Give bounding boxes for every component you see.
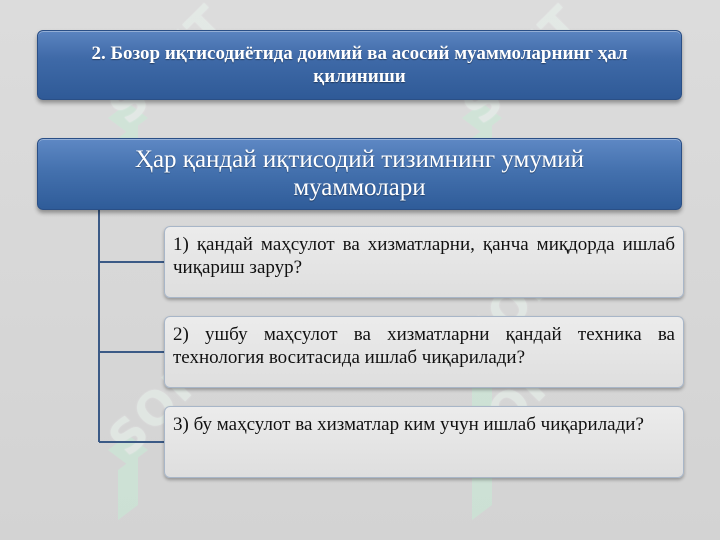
watermark-logo-icon bbox=[108, 435, 148, 520]
slide-title: 2. Бозор иқтисодиётида доимий ва асосий … bbox=[91, 43, 628, 87]
list-item-text: 1) қандай маҳсулот ва хизматларни, қанча… bbox=[173, 234, 675, 278]
slide-title-box: 2. Бозор иқтисодиётида доимий ва асосий … bbox=[37, 30, 682, 100]
diagram-header-box: Ҳар қандай иқтисодий тизимнинг умумий му… bbox=[37, 138, 682, 210]
list-item-text: 3) бу маҳсулот ва хизматлар ким учун ишл… bbox=[173, 414, 644, 435]
diagram-header: Ҳар қандай иқтисодий тизимнинг умумий му… bbox=[134, 146, 585, 201]
list-item: 2) ушбу маҳсулот ва хизматларни қандай т… bbox=[164, 316, 684, 388]
list-item-text: 2) ушбу маҳсулот ва хизматларни қандай т… bbox=[173, 324, 675, 368]
list-item: 1) қандай маҳсулот ва хизматларни, қанча… bbox=[164, 226, 684, 298]
list-item: 3) бу маҳсулот ва хизматлар ким учун ишл… bbox=[164, 406, 684, 478]
